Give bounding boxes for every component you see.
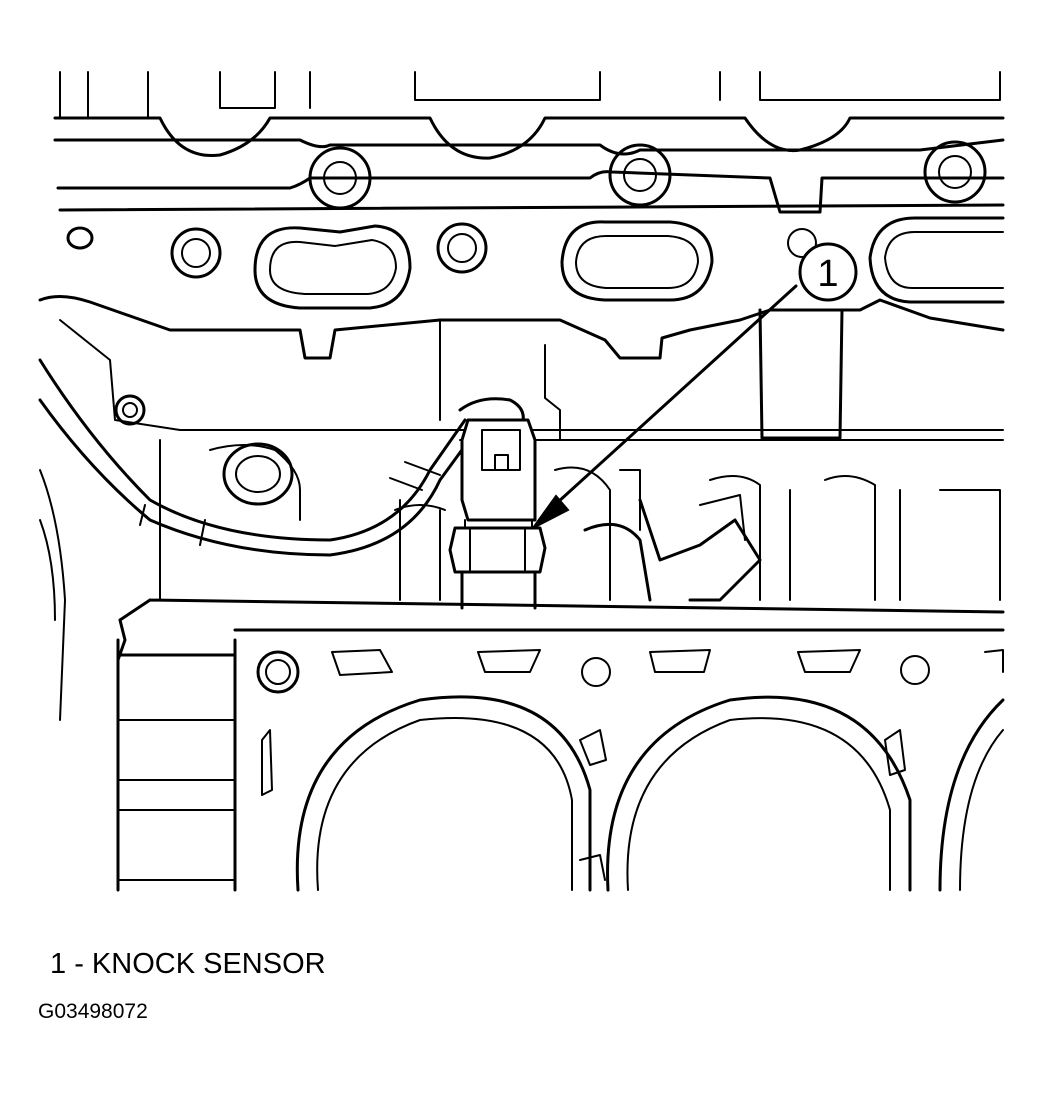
- knock-sensor: [448, 418, 547, 610]
- legend: 1 - KNOCK SENSOR: [50, 948, 326, 981]
- intake-manifold: [53, 71, 1005, 310]
- arrow-head-icon: [532, 494, 570, 529]
- cylinder-bores: [295, 695, 1005, 892]
- engine-block-side: [159, 439, 1001, 602]
- manifold-flange: [38, 295, 1005, 441]
- legend-number: 1: [50, 948, 67, 980]
- legend-label: KNOCK SENSOR: [91, 948, 326, 980]
- callout-number: 1: [817, 253, 838, 295]
- cylinder-block-deck: [116, 598, 1005, 892]
- callout-1: 1: [532, 242, 858, 529]
- line-drawing: 1: [38, 71, 1005, 892]
- figure-id: G03498072: [38, 1000, 148, 1023]
- engine-block-illustration: 1: [38, 71, 1005, 892]
- legend-separator: -: [66, 948, 92, 980]
- callout-circle: [798, 242, 858, 302]
